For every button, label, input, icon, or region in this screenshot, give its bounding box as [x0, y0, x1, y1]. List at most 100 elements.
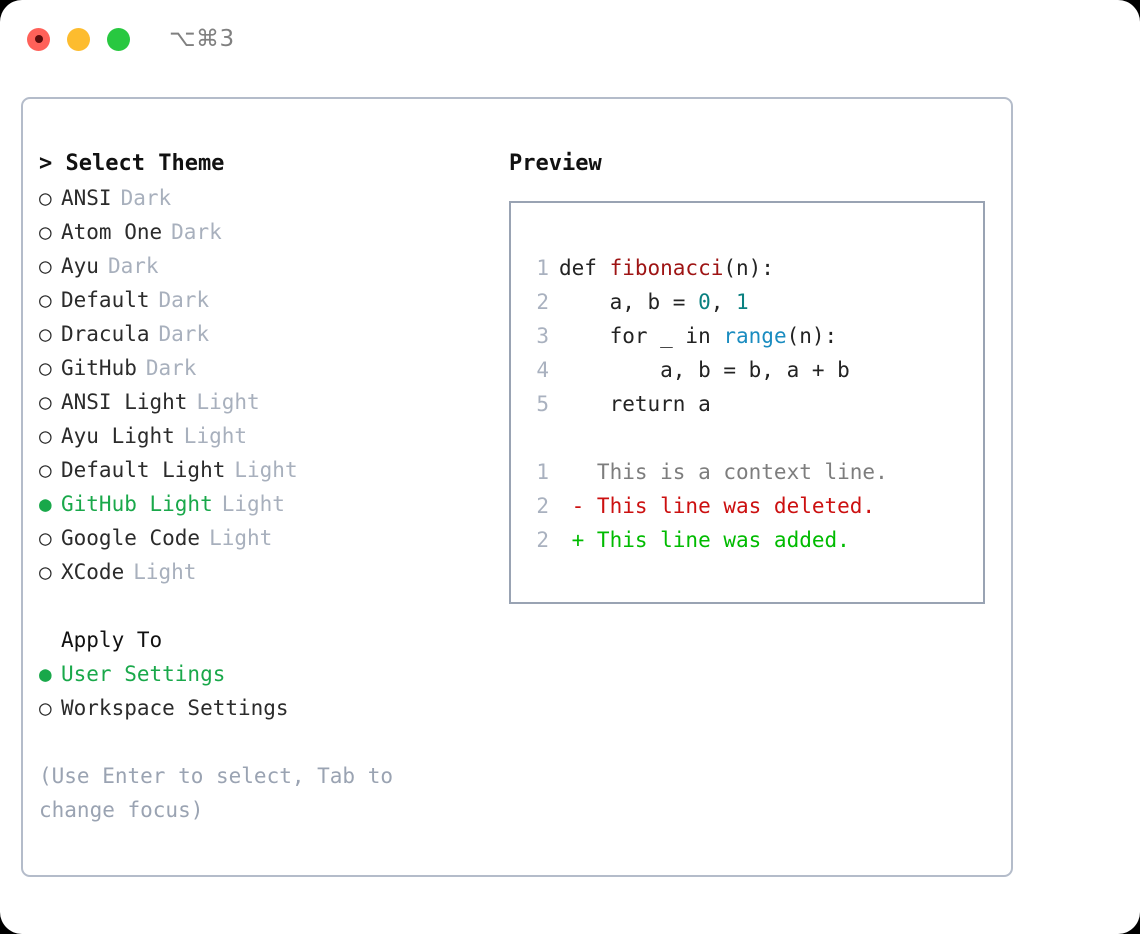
apply-to-header: Apply To	[61, 628, 163, 652]
theme-option-label: Atom One	[61, 220, 163, 244]
theme-option-label: Default Light	[61, 458, 226, 482]
radio-unselected-icon: ○	[39, 254, 52, 278]
radio-unselected-icon: ○	[39, 356, 52, 380]
code-line-number: 5	[536, 392, 549, 416]
code-token-plain: for _ in	[559, 324, 724, 348]
radio-unselected-icon: ○	[39, 696, 52, 720]
code-token-call: range	[723, 324, 787, 348]
theme-option-ansi[interactable]: ○ ANSI Dark	[39, 181, 485, 215]
radio-selected-icon: ●	[39, 492, 52, 516]
theme-option-dracula[interactable]: ○ Dracula Dark	[39, 317, 485, 351]
window-controls	[27, 27, 130, 51]
apply-to-list: ● User Settings ○ Workspace Settings	[39, 657, 485, 725]
keyboard-shortcut-label: ⌥⌘3	[169, 26, 235, 52]
code-token-plain: return a	[559, 392, 711, 416]
theme-option-variant: Light	[133, 560, 197, 584]
theme-option-github[interactable]: ○ GitHub Dark	[39, 351, 485, 385]
theme-option-label: GitHub	[61, 356, 137, 380]
theme-option-github-light[interactable]: ● GitHub Light Light	[39, 487, 485, 521]
theme-option-label: ANSI	[61, 186, 112, 210]
theme-option-label: Ayu	[61, 254, 99, 278]
radio-unselected-icon: ○	[39, 322, 52, 346]
theme-option-variant: Light	[183, 424, 248, 448]
code-line-number: 2	[536, 290, 549, 314]
code-token-fn: fibonacci	[609, 256, 724, 280]
diff-line-text: + This line was added.	[559, 528, 850, 552]
code-token-plain: a, b = b, a + b	[559, 358, 850, 382]
preview-title: Preview	[509, 151, 602, 176]
theme-option-variant: Dark	[145, 356, 197, 380]
diff-line-text: - This line was deleted.	[559, 494, 876, 518]
code-line-text: def fibonacci(n):	[559, 251, 774, 285]
theme-option-variant: Dark	[158, 288, 210, 312]
theme-option-variant: Dark	[107, 254, 159, 278]
code-line: 3 for _ in range(n):	[511, 319, 983, 353]
code-line-number: 4	[536, 358, 549, 382]
theme-option-variant: Light	[209, 526, 273, 550]
radio-unselected-icon: ○	[39, 458, 52, 482]
radio-selected-icon: ●	[39, 662, 52, 686]
apply-to-option-workspace-settings[interactable]: ○ Workspace Settings	[39, 691, 485, 725]
theme-option-variant: Dark	[158, 322, 210, 346]
code-token-plain: def	[559, 256, 610, 280]
theme-option-label: XCode	[61, 560, 125, 584]
theme-option-label: Google Code	[61, 526, 201, 550]
code-token-plain: (n):	[786, 324, 838, 348]
theme-option-variant: Dark	[120, 186, 172, 210]
close-button[interactable]	[27, 27, 50, 51]
maximize-button[interactable]	[107, 27, 130, 51]
theme-option-label: GitHub Light	[61, 492, 213, 516]
code-token-plain: a, b =	[559, 290, 699, 314]
code-token-plain: (n):	[723, 256, 774, 280]
title-bar: ⌥⌘3	[0, 0, 1140, 78]
theme-option-label: Ayu Light	[61, 424, 175, 448]
apply-to-option-user-settings[interactable]: ● User Settings	[39, 657, 485, 691]
diff-line-number: 2	[536, 494, 549, 518]
code-token-num: 1	[736, 290, 749, 314]
apply-to-option-label: Workspace Settings	[61, 696, 289, 720]
close-focus-dot	[34, 35, 43, 43]
diff-line-text: This is a context line.	[559, 460, 888, 484]
theme-option-label: ANSI Light	[61, 390, 188, 414]
diff-line-number: 1	[536, 460, 549, 484]
radio-unselected-icon: ○	[39, 220, 52, 244]
code-line-text: for _ in range(n):	[559, 319, 838, 353]
diff-line-add: 2 + This line was added.	[511, 523, 983, 557]
code-token-plain: ,	[710, 290, 737, 314]
code-line: 2 a, b = 0, 1	[511, 285, 983, 319]
code-line-number: 1	[536, 256, 549, 280]
theme-option-label: Default	[61, 288, 150, 312]
theme-option-label: Dracula	[61, 322, 150, 346]
theme-option-variant: Light	[221, 492, 285, 516]
theme-option-default[interactable]: ○ Default Dark	[39, 283, 485, 317]
apply-to-option-label: User Settings	[61, 662, 226, 686]
theme-option-ayu-light[interactable]: ○ Ayu Light Light	[39, 419, 485, 453]
radio-unselected-icon: ○	[39, 424, 52, 448]
minimize-button[interactable]	[67, 27, 90, 51]
code-line-text: a, b = b, a + b	[559, 353, 850, 387]
diff-line-context: 1 This is a context line.	[511, 455, 983, 489]
radio-unselected-icon: ○	[39, 560, 52, 584]
code-line-text: return a	[559, 387, 711, 421]
code-token-num: 0	[698, 290, 711, 314]
code-diff-spacer	[511, 421, 983, 455]
code-line: 1 def fibonacci(n):	[511, 251, 983, 285]
code-line-number: 3	[536, 324, 549, 348]
theme-option-xcode[interactable]: ○ XCode Light	[39, 555, 485, 589]
keyboard-hint: (Use Enter to select, Tab to change focu…	[39, 764, 406, 822]
theme-option-ayu[interactable]: ○ Ayu Dark	[39, 249, 485, 283]
radio-unselected-icon: ○	[39, 186, 52, 210]
code-line-text: a, b = 0, 1	[559, 285, 749, 319]
theme-option-variant: Light	[196, 390, 260, 414]
radio-unselected-icon: ○	[39, 288, 52, 312]
